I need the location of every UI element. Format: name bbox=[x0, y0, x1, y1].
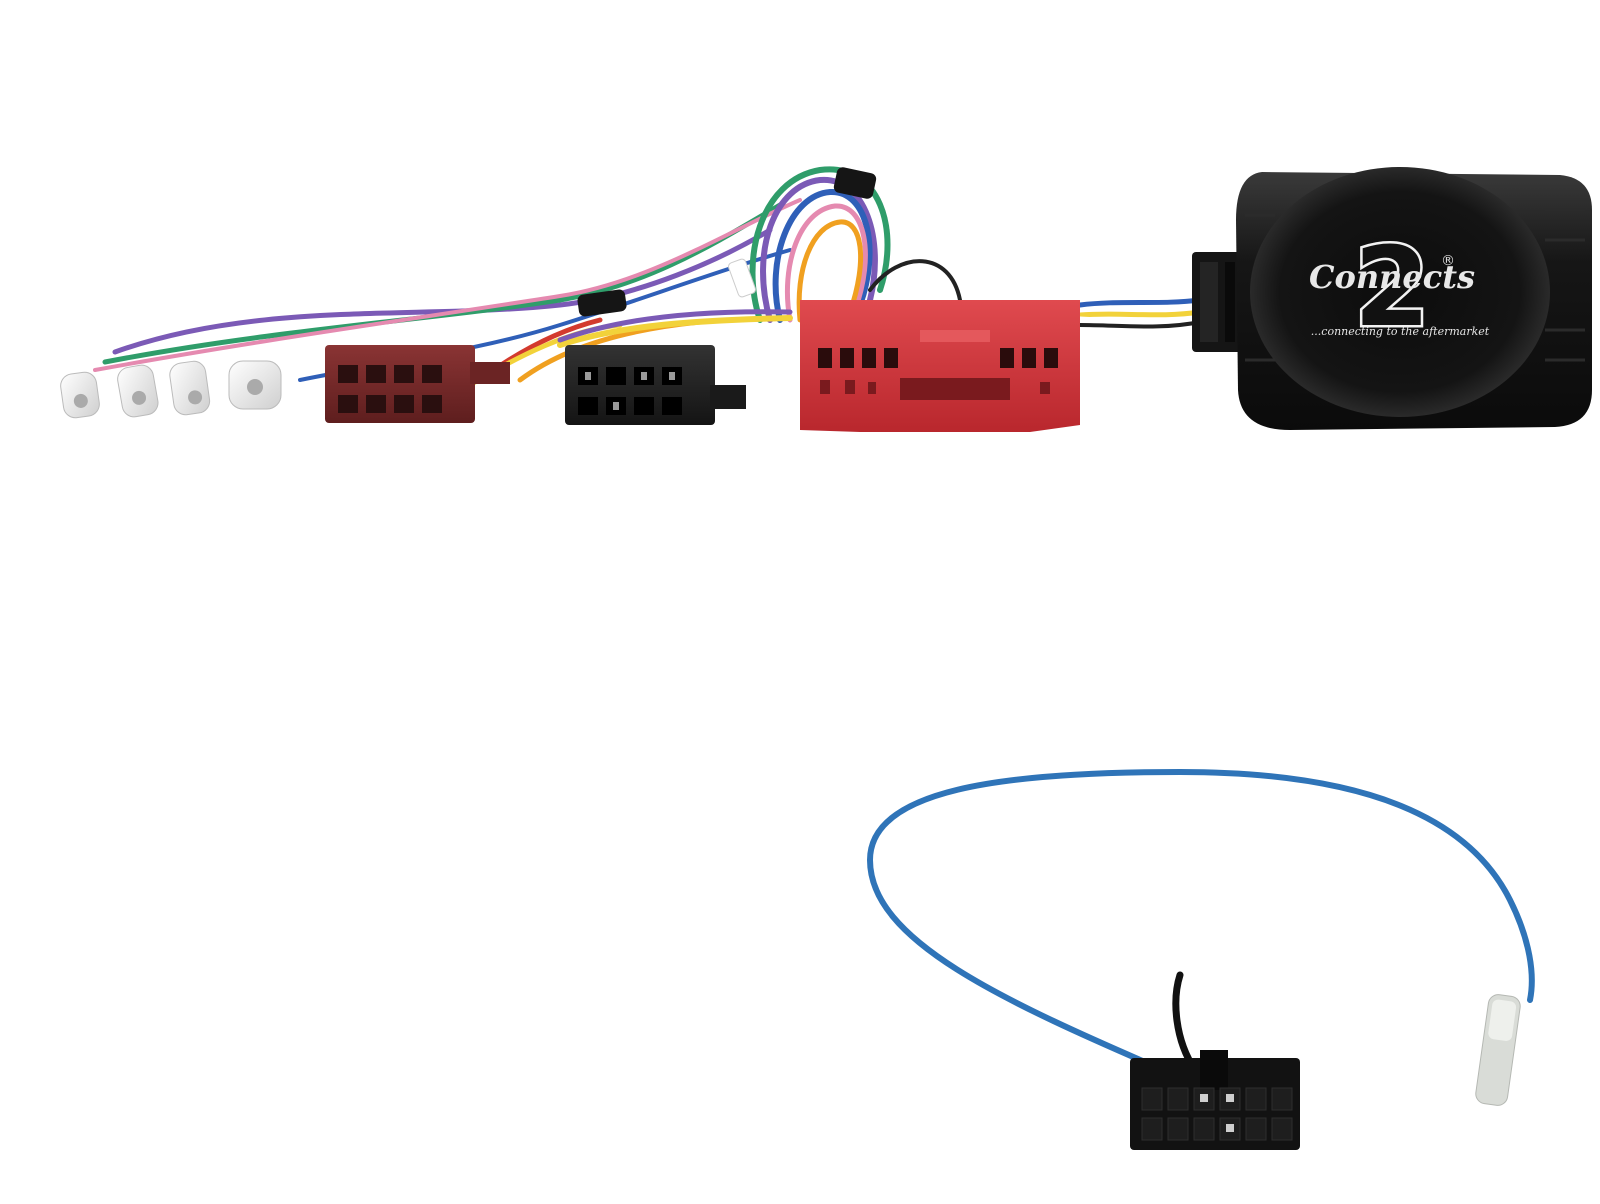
steering-control-interface: 2 Connects ® ...connecting to the afterm… bbox=[1192, 167, 1592, 430]
molex-connector bbox=[1130, 1050, 1300, 1150]
logo-script: Connects bbox=[1309, 258, 1475, 296]
patch-lead bbox=[866, 768, 1535, 1150]
registered-mark: ® bbox=[1441, 253, 1455, 269]
logo-number: 2 bbox=[1354, 223, 1431, 351]
vehicle-connector bbox=[800, 300, 1080, 432]
logo-tagline: ...connecting to the aftermarket bbox=[1311, 325, 1490, 338]
iso-speaker-connector bbox=[565, 345, 746, 425]
iso-power-connector bbox=[325, 345, 510, 423]
cable-ties bbox=[577, 167, 877, 317]
spade-terminals bbox=[60, 360, 282, 419]
